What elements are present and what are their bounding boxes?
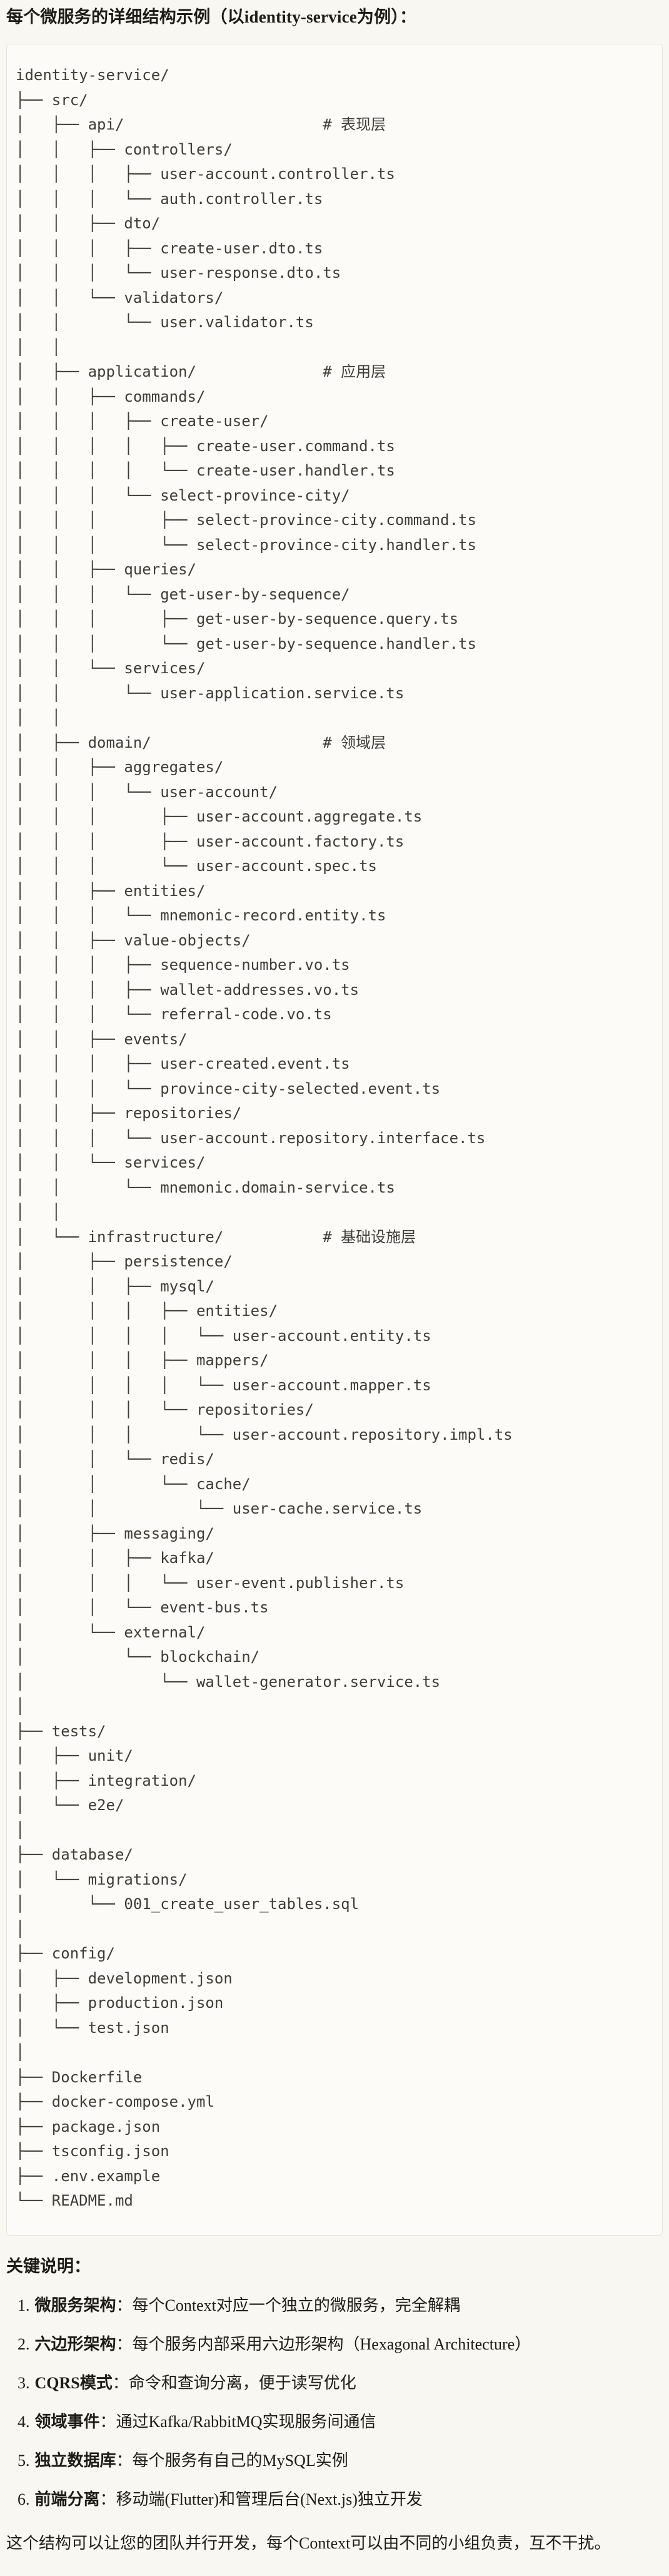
note-label: 微服务架构 (34, 2296, 116, 2314)
note-text: 通过Kafka/RabbitMQ实现服务间通信 (116, 2412, 376, 2431)
note-colon: ： (99, 2490, 116, 2508)
note-label: 六边形架构 (34, 2334, 116, 2353)
file-tree-text: identity-service/ ├── src/ │ ├── api/ # … (16, 66, 513, 2209)
note-number: 5. (18, 2451, 30, 2470)
note-item: 3.CQRS模式：命令和查询分离，便于读写优化 (18, 2372, 663, 2395)
note-number: 1. (18, 2296, 30, 2314)
note-text: 移动端(Flutter)和管理后台(Next.js)独立开发 (116, 2490, 423, 2508)
note-text: 每个服务内部采用六边形架构（Hexagonal Architecture） (132, 2334, 531, 2353)
note-number: 2. (18, 2334, 30, 2353)
note-label: 独立数据库 (34, 2451, 116, 2470)
note-colon: ： (112, 2373, 129, 2392)
notes-heading: 关键说明： (6, 2256, 91, 2276)
note-item: 1.微服务架构：每个Context对应一个独立的微服务，完全解耦 (18, 2294, 663, 2317)
note-colon: ： (116, 2451, 133, 2470)
note-item: 6.前端分离：移动端(Flutter)和管理后台(Next.js)独立开发 (18, 2488, 663, 2511)
page-title: 每个微服务的详细结构示例（以identity-service为例）： (6, 8, 417, 26)
note-item: 4.领域事件：通过Kafka/RabbitMQ实现服务间通信 (18, 2411, 663, 2433)
note-number: 6. (18, 2490, 30, 2508)
note-colon: ： (99, 2412, 116, 2431)
note-text: 命令和查询分离，便于读写优化 (128, 2373, 356, 2392)
note-item: 2.六边形架构：每个服务内部采用六边形架构（Hexagonal Architec… (18, 2333, 663, 2356)
note-item: 5.独立数据库：每个服务有自己的MySQL实例 (18, 2450, 663, 2472)
note-text: 每个服务有自己的MySQL实例 (132, 2451, 348, 2470)
note-label: 前端分离 (34, 2490, 100, 2508)
note-label: 领域事件 (34, 2412, 100, 2431)
notes-list: 1.微服务架构：每个Context对应一个独立的微服务，完全解耦 2.六边形架构… (6, 2294, 663, 2511)
note-number: 3. (18, 2373, 30, 2392)
note-number: 4. (18, 2412, 30, 2431)
note-text: 每个Context对应一个独立的微服务，完全解耦 (132, 2296, 460, 2314)
closing-paragraph: 这个结构可以让您的团队并行开发，每个Context可以由不同的小组负责，互不干扰… (6, 2533, 611, 2552)
code-block: identity-service/ ├── src/ │ ├── api/ # … (6, 44, 663, 2236)
note-colon: ： (116, 2334, 133, 2353)
note-colon: ： (116, 2296, 133, 2314)
note-label: CQRS模式 (34, 2373, 113, 2392)
